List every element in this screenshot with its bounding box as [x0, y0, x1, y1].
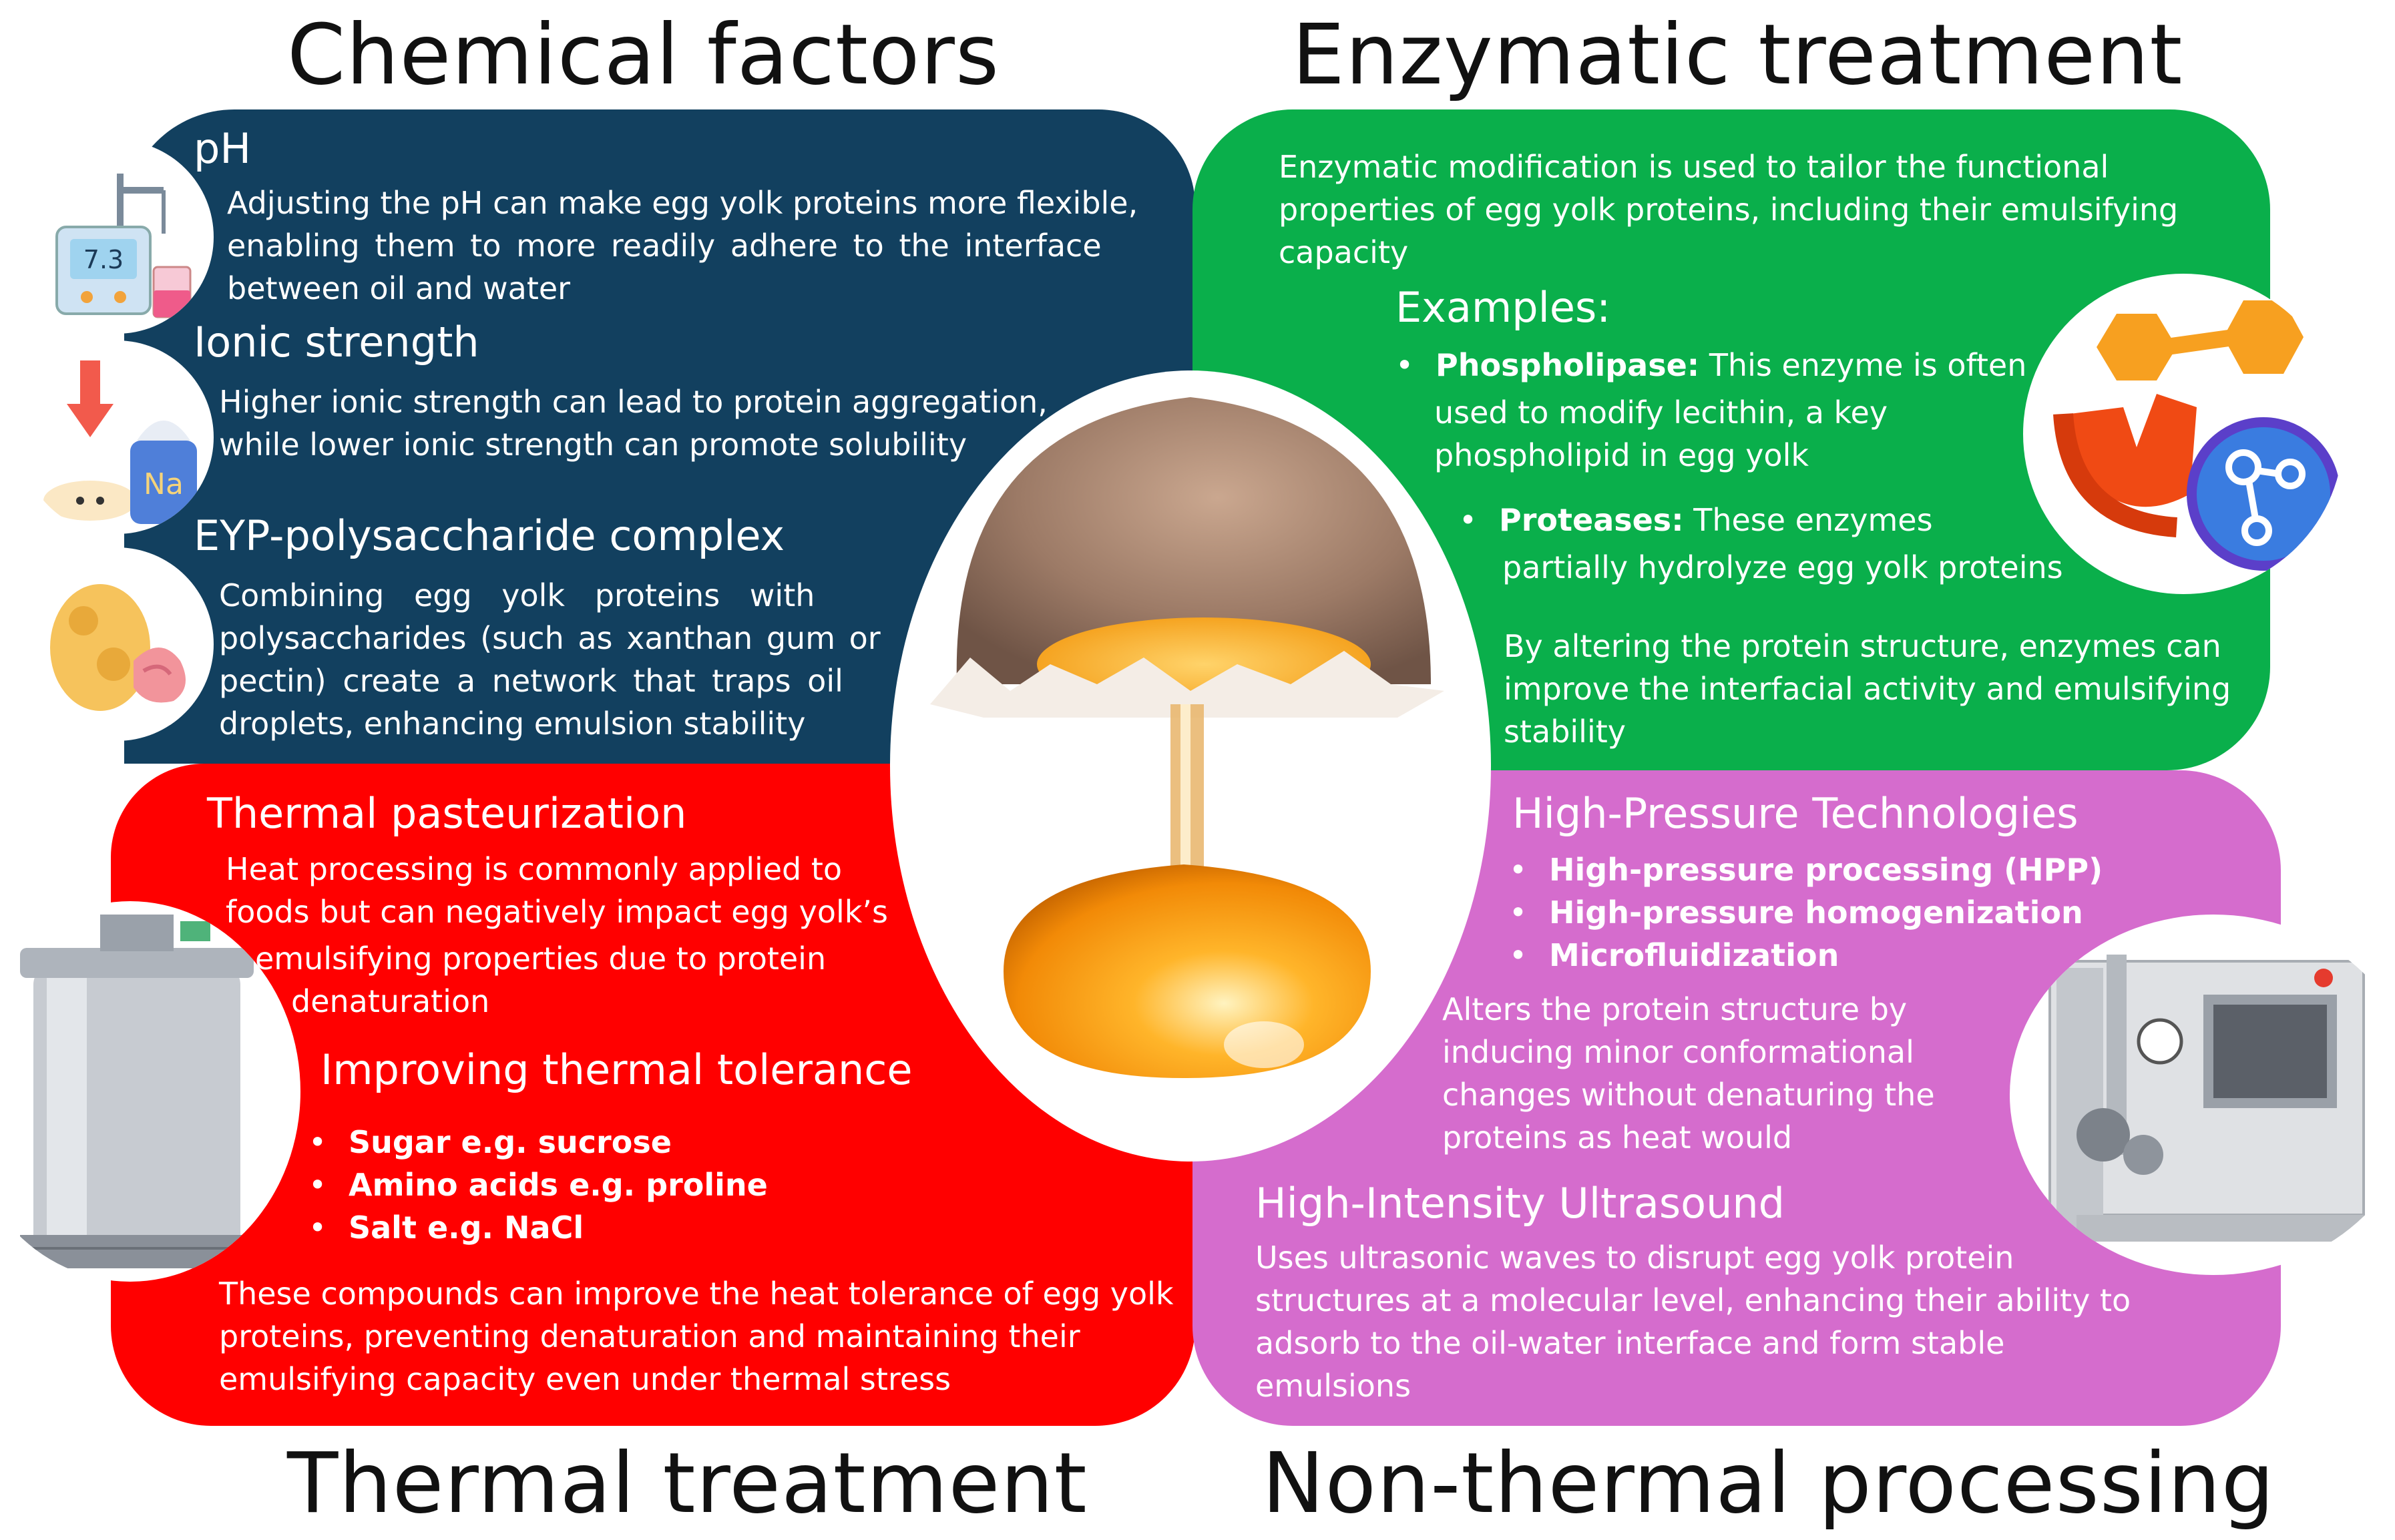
hp-bullet-microfluidization: •Microfluidization [1509, 937, 1839, 973]
eyp-line-3: pectin) create a network that traps oil [219, 663, 843, 699]
homogenizer-machine-icon [2010, 915, 2395, 1275]
title-enzymatic-treatment: Enzymatic treatment [1292, 7, 2183, 103]
hp-bullet-hpp: •High-pressure processing (HPP) [1509, 852, 2103, 888]
ionic-strength-heading: Ionic strength [194, 318, 479, 366]
proteases-text-1: These enzymes [1683, 502, 1933, 538]
hp-line-2: inducing minor conformational [1442, 1034, 1914, 1070]
phospholipase-label: Phospholipase: [1436, 347, 1700, 383]
thermal-bullet-sugar-text: Sugar e.g. sucrose [349, 1124, 672, 1160]
ph-display-value: 7.3 [83, 245, 124, 274]
thermal-bullet-amino-acids: •Amino acids e.g. proline [308, 1167, 768, 1203]
hp-line-3: changes without denaturing the [1442, 1077, 1935, 1113]
eyp-line-1: Combining egg yolk proteins with [219, 577, 815, 613]
ultrasound-line-4: emulsions [1255, 1368, 1411, 1404]
thermal-bullet-salt-text: Salt e.g. NaCl [349, 1210, 584, 1246]
enzymatic-intro-2: properties of egg yolk proteins, includi… [1279, 192, 2179, 228]
title-chemical-factors: Chemical factors [287, 7, 1000, 103]
enzymatic-outro-3: stability [1504, 714, 1626, 750]
enzymatic-intro-3: capacity [1279, 234, 1409, 270]
proteases-item: •Proteases: These enzymes [1459, 502, 1933, 538]
eyp-polysaccharide-heading: EYP-polysaccharide complex [194, 511, 785, 560]
ionic-line-1: Higher ionic strength can lead to protei… [219, 384, 1048, 420]
egg-yolk-image [890, 370, 1491, 1162]
pasteurization-line-1: Heat processing is commonly applied to [226, 851, 843, 887]
thermal-outro-2: proteins, preventing denaturation and ma… [219, 1318, 1080, 1354]
thermal-bullet-amino-acids-text: Amino acids e.g. proline [349, 1167, 768, 1203]
title-non-thermal-processing: Non-thermal processing [1262, 1435, 2275, 1532]
phospholipase-item: •Phospholipase: This enzyme is often [1395, 347, 2027, 383]
hp-bullet-hpp-text: High-pressure processing (HPP) [1549, 852, 2103, 888]
phospholipase-text-2: used to modify lecithin, a key [1434, 395, 1888, 431]
eyp-line-4: droplets, enhancing emulsion stability [219, 706, 806, 742]
enzymatic-outro-2: improve the interfacial activity and emu… [1504, 671, 2231, 707]
enzymatic-intro-1: Enzymatic modification is used to tailor… [1279, 149, 2109, 185]
hp-bullet-homogenization: •High-pressure homogenization [1509, 894, 2083, 931]
proteases-text-2: partially hydrolyze egg yolk proteins [1502, 549, 2063, 585]
hp-line-1: Alters the protein structure by [1442, 991, 1908, 1027]
ph-meter-icon: 7.3 [20, 140, 214, 334]
ultrasound-line-2: structures at a molecular level, enhanci… [1255, 1282, 2131, 1318]
hp-bullet-microfluidization-text: Microfluidization [1549, 937, 1839, 973]
pasteurization-line-2: foods but can negatively impact egg yolk… [226, 894, 888, 930]
salt-icon: Na [20, 340, 214, 534]
phospholipase-text-1: This enzyme is often [1699, 347, 2027, 383]
ultrasound-heading: High-Intensity Ultrasound [1255, 1179, 1785, 1228]
proteases-label: Proteases: [1499, 502, 1684, 538]
ph-line-1: Adjusting the pH can make egg yolk prote… [227, 185, 1138, 221]
ultrasound-line-1: Uses ultrasonic waves to disrupt egg yol… [1255, 1240, 2014, 1276]
eyp-line-2: polysaccharides (such as xanthan gum or [219, 620, 881, 656]
pasteurization-line-4: denaturation [291, 983, 490, 1019]
polysaccharide-icon [20, 547, 214, 741]
thermal-pasteurization-heading: Thermal pasteurization [207, 789, 687, 838]
ionic-line-2: while lower ionic strength can promote s… [219, 427, 967, 463]
high-pressure-heading: High-Pressure Technologies [1512, 789, 2079, 838]
title-thermal-treatment: Thermal treatment [287, 1435, 1088, 1532]
phospholipase-text-3: phospholipid in egg yolk [1434, 437, 1809, 473]
ph-line-2: enabling them to more readily adhere to … [227, 228, 1102, 264]
examples-heading: Examples: [1395, 283, 1611, 332]
enzymatic-outro-1: By altering the protein structure, enzym… [1504, 628, 2221, 664]
hp-line-4: proteins as heat would [1442, 1119, 1793, 1156]
cryo-tank-icon [0, 901, 300, 1282]
thermal-outro-3: emulsifying capacity even under thermal … [219, 1361, 951, 1397]
ultrasound-line-3: adsorb to the oil-water interface and fo… [1255, 1325, 2005, 1361]
thermal-outro-1: These compounds can improve the heat tol… [219, 1276, 1174, 1312]
hp-bullet-homogenization-text: High-pressure homogenization [1549, 894, 2083, 931]
ph-line-3: between oil and water [227, 270, 571, 306]
improving-thermal-tolerance-heading: Improving thermal tolerance [320, 1045, 913, 1094]
thermal-bullet-sugar: •Sugar e.g. sucrose [308, 1124, 672, 1160]
pasteurization-line-3: emulsifying properties due to protein [255, 941, 827, 977]
enzyme-icon [2023, 274, 2344, 594]
ph-heading: pH [194, 124, 251, 173]
thermal-bullet-salt: •Salt e.g. NaCl [308, 1210, 584, 1246]
na-label: Na [144, 467, 184, 501]
